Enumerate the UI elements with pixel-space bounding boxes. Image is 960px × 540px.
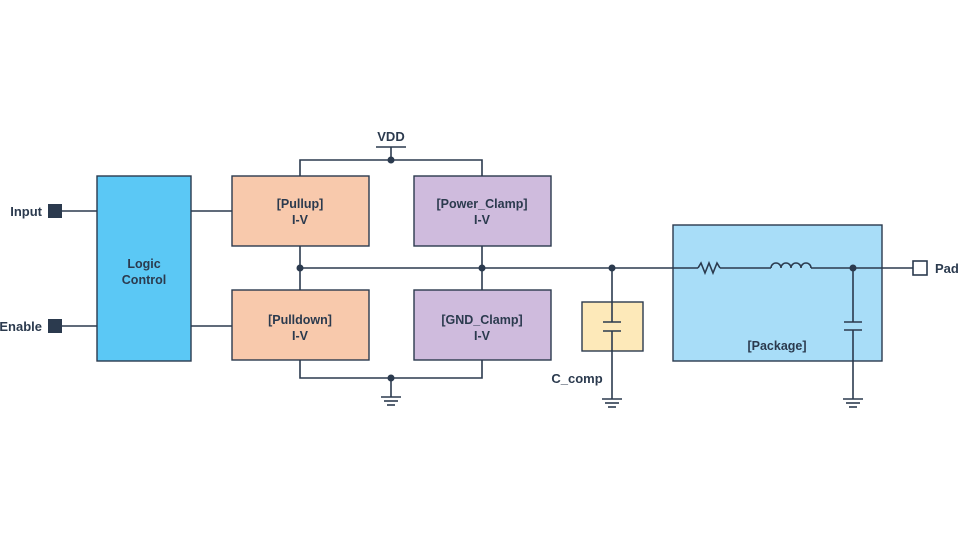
resistor-symbol [697, 260, 721, 276]
junction-dots [296, 156, 857, 382]
logic-label-2: Control [122, 273, 166, 287]
power-clamp-label-2: I-V [474, 213, 491, 227]
gnd-clamp-label-1: [GND_Clamp] [441, 313, 522, 327]
pad-pin: Pad [912, 260, 959, 276]
enable-label: Enable [0, 319, 42, 334]
ground-icon [602, 398, 622, 408]
pullup-label-2: I-V [292, 213, 309, 227]
pullup-label-1: [Pullup] [277, 197, 324, 211]
input-pin: Input [10, 204, 62, 219]
power-clamp-label-1: [Power_Clamp] [437, 197, 528, 211]
pullup-block: [Pullup] I-V [231, 175, 370, 247]
ground-icon [381, 396, 401, 406]
vdd-label: VDD [377, 129, 404, 144]
gnd-clamp-block: [GND_Clamp] I-V [413, 289, 552, 361]
enable-pin: Enable [0, 319, 62, 334]
inductor-symbol [770, 262, 812, 269]
pulldown-block: [Pulldown] I-V [231, 289, 370, 361]
c-comp-block: C_comp [551, 301, 644, 386]
package-label: [Package] [747, 339, 806, 353]
package-block: [Package] [672, 224, 913, 399]
gnd-clamp-label-2: I-V [474, 329, 491, 343]
logic-label-1: Logic [127, 257, 160, 271]
pad-label: Pad [935, 261, 959, 276]
pulldown-label-2: I-V [292, 329, 309, 343]
input-label: Input [10, 204, 42, 219]
logic-control-block: Logic Control [96, 175, 192, 362]
ground-icon [843, 398, 863, 408]
power-clamp-block: [Power_Clamp] I-V [413, 175, 552, 247]
pulldown-label-1: [Pulldown] [268, 313, 332, 327]
c-comp-label: C_comp [551, 371, 602, 386]
